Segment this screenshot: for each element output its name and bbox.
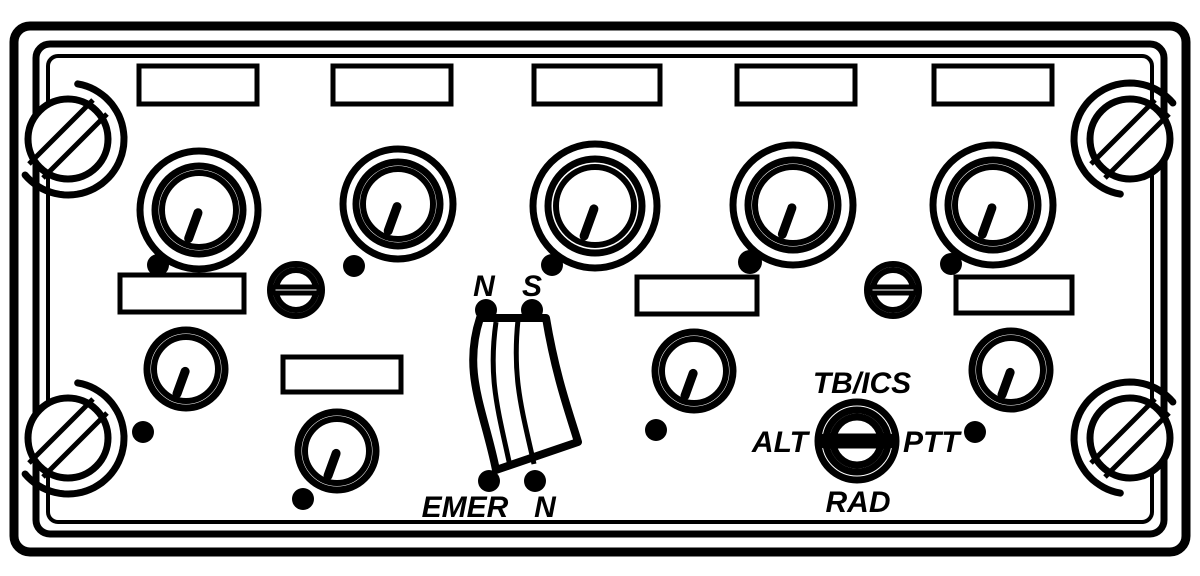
large-rotary-knobs[interactable] [136,140,1057,273]
corner-fasteners[interactable] [21,79,1177,498]
knob-pointer [977,203,997,239]
label-plate-frame [330,63,454,107]
label-plate-top-2 [330,63,454,107]
large-knob-4[interactable] [729,141,857,269]
bezel-outer-edge [9,21,1191,557]
label-plate-frame [931,63,1055,107]
fastener-disc[interactable] [1086,394,1174,482]
knob-pointer [184,208,203,244]
switch-guard-rib [513,319,537,465]
label-plate-mid-left [117,272,247,315]
label-plate-top-5 [931,63,1055,107]
large-knob-1[interactable] [136,147,262,273]
label-plate-frame [634,274,760,317]
dot-guard-n-top [475,299,497,321]
guard-label-n-bottom: N [534,491,557,524]
fastener-slot-edge [1089,397,1157,465]
large-knob-3[interactable] [529,140,661,272]
small-knob-1[interactable] [143,326,229,412]
dot-knob-4 [738,250,762,274]
large-knob-2[interactable] [339,145,457,263]
guard-label-s-top: S [522,270,542,303]
guard-label-n-top: N [473,270,496,303]
fastener-bottom-right[interactable] [1070,378,1177,497]
fastener-slot-edge [1103,411,1171,479]
selector-position-rad: RAD [826,486,891,519]
label-plate-mid-right [953,274,1075,316]
knob-pointer [383,202,402,236]
knob-pointer [680,368,698,401]
fastener-cutout-arc [1070,79,1177,198]
fastener-top-left[interactable] [21,80,128,199]
label-plate-frame [117,272,247,315]
fastener-slot-edge [41,411,109,479]
label-plates [117,63,1075,395]
knob-pointer [777,203,797,239]
label-plate-frame [953,274,1075,316]
knob-pointer [323,448,341,481]
small-knob-3[interactable] [651,328,737,414]
fastener-slot-edge [1103,112,1171,180]
indicator-dots [132,250,986,510]
small-knob-2[interactable] [294,408,380,494]
dot-small-1 [132,421,154,443]
label-plate-frame [531,63,663,107]
screw-slot [867,284,919,296]
ptt-rotary-selector[interactable] [814,398,900,484]
small-knob-4[interactable] [968,327,1054,413]
dot-guard-s-top [521,299,543,321]
knob-pointer [997,367,1015,400]
slotted-screw-right[interactable] [864,261,922,319]
dot-knob-3 [541,254,563,276]
dot-guard-emer [478,470,500,492]
center-switch-guard[interactable] [469,314,582,474]
large-knob-5[interactable] [929,141,1057,269]
fastener-cutout-arc [21,80,128,199]
small-rotary-knobs[interactable] [143,326,1054,494]
label-plate-top-3 [531,63,663,107]
fastener-top-right[interactable] [1070,79,1177,198]
fastener-slot-edge [27,397,95,465]
dot-knob-1 [147,254,169,276]
knob-pointer [172,366,190,399]
dot-small-3 [645,419,667,441]
label-plate-frame [280,354,404,395]
dot-small-2 [292,488,314,510]
screw-slot [270,284,322,296]
selector-position-alt: ALT [751,426,811,459]
label-plate-frame [734,63,858,107]
selector-position-ptt: PTT [903,426,962,459]
bezel-inner-edge [32,40,1168,538]
label-plate-top-4 [734,63,858,107]
fastener-disc[interactable] [1086,95,1174,183]
label-plate-mid-lower-left [280,354,404,395]
fastener-bottom-left[interactable] [21,379,128,498]
label-plate-top-1 [136,63,260,107]
guard-label-emer: EMER [422,491,509,524]
selector-slot-indicator [818,433,896,449]
fastener-slot-edge [1089,98,1157,166]
bezel-face-edge [46,54,1154,524]
dot-knob-5 [940,253,962,275]
selector-position-tb-ics: TB/ICS [813,367,911,400]
switch-guard-rib [490,321,513,467]
fastener-slot-edge [41,112,109,180]
fastener-slot-edge [27,98,95,166]
label-plate-mid-center [634,274,760,317]
dot-small-4 [964,421,986,443]
slotted-screw-left[interactable] [267,261,325,319]
fastener-cutout-arc [1070,378,1177,497]
dot-guard-n-bottom [524,470,546,492]
label-plate-frame [136,63,260,107]
knob-pointer [579,204,599,241]
panel-bezel [9,21,1191,557]
fastener-cutout-arc [21,379,128,498]
slotted-screws[interactable] [267,261,922,319]
fastener-disc[interactable] [24,394,112,482]
dot-knob-2 [343,255,365,277]
fastener-disc[interactable] [24,95,112,183]
switch-guard-body[interactable] [469,314,582,474]
